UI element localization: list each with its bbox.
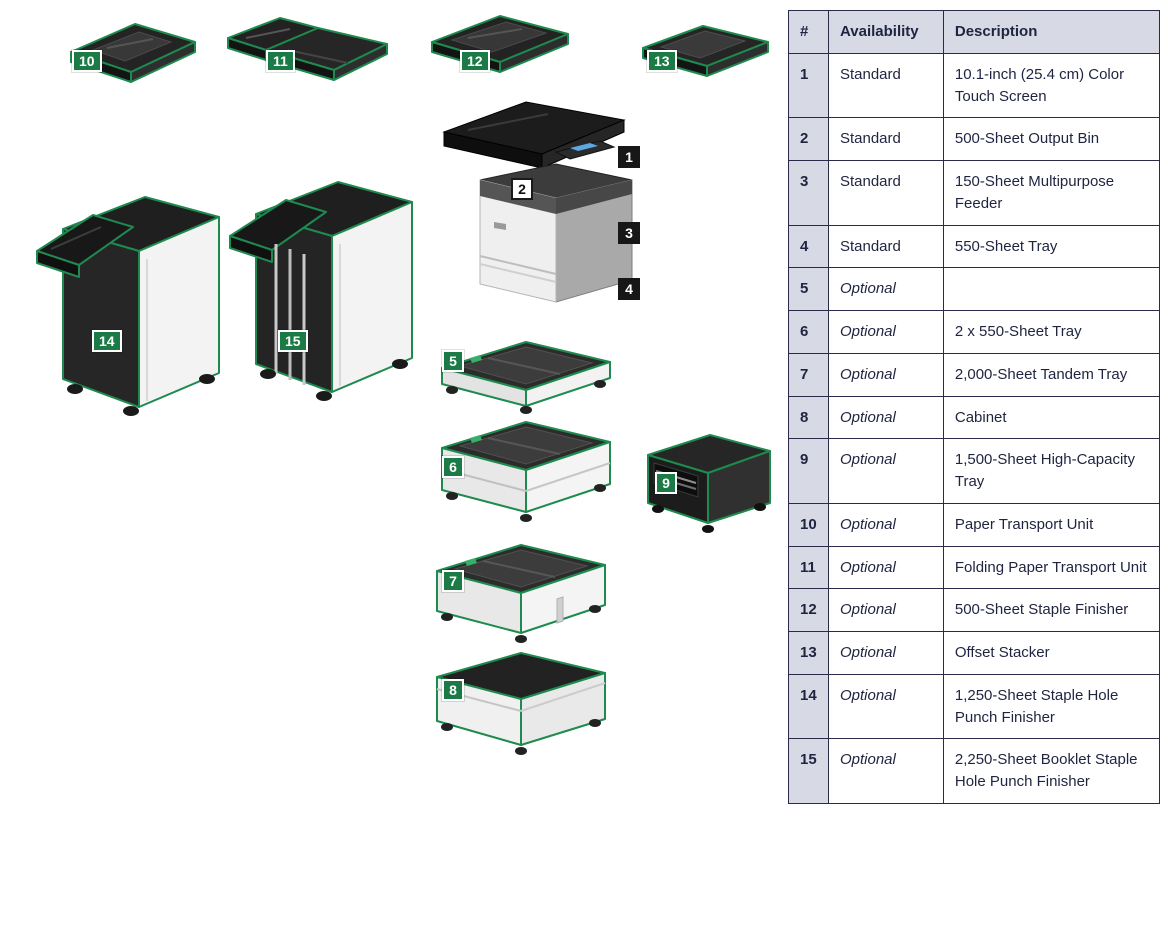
table-row: 12 Optional 500-Sheet Staple Finisher: [788, 588, 1161, 632]
description-cell: 1,500-Sheet High-Capacity Tray: [942, 438, 1161, 504]
availability-cell: Optional: [827, 588, 944, 632]
row-number: 12: [788, 588, 829, 632]
row-number: 3: [788, 160, 829, 226]
folding-paper-transport-unit-illustration: [222, 8, 397, 93]
callout-14: 14: [92, 330, 122, 352]
description-cell: 500-Sheet Output Bin: [942, 117, 1161, 161]
row-number: 14: [788, 673, 829, 740]
row-number: 5: [788, 267, 829, 311]
callout-7: 7: [442, 570, 464, 592]
availability-cell: Optional: [827, 545, 944, 590]
description-cell: 500-Sheet Staple Finisher: [942, 588, 1161, 632]
table-row: 2 Standard 500-Sheet Output Bin: [788, 117, 1161, 161]
availability-cell: Standard: [827, 160, 944, 226]
callout-1: 1: [618, 146, 640, 168]
row-number: 9: [788, 438, 829, 504]
staple-finisher-illustration: [418, 8, 578, 85]
description-cell: 2 x 550-Sheet Tray: [942, 310, 1161, 354]
high-capacity-tray-illustration: [638, 425, 778, 542]
row-number: 11: [788, 545, 829, 590]
table-row: 1 Standard 10.1-inch (25.4 cm) Color Tou…: [788, 52, 1161, 119]
table-row: 4 Standard 550-Sheet Tray: [788, 224, 1161, 269]
table-row: 7 Optional 2,000-Sheet Tandem Tray: [788, 352, 1161, 397]
options-table: # Availability Description 1 Standard 10…: [788, 10, 1161, 804]
table-row: 5 Optional: [788, 267, 1161, 311]
callout-11: 11: [266, 50, 295, 72]
row-number: 13: [788, 631, 829, 675]
row-number: 1: [788, 52, 829, 119]
description-cell: Offset Stacker: [942, 631, 1161, 675]
header-description: Description: [942, 10, 1161, 54]
row-number: 2: [788, 117, 829, 161]
printer-configuration-diagram: 1 2 3 4 5 6 7 8 9 10 11 12 13 14 15: [35, 8, 778, 762]
row-number: 6: [788, 310, 829, 354]
description-cell: 10.1-inch (25.4 cm) Color Touch Screen: [942, 52, 1161, 119]
callout-13: 13: [647, 50, 677, 72]
description-cell: [942, 267, 1161, 311]
description-cell: Paper Transport Unit: [942, 502, 1161, 547]
description-cell: Cabinet: [942, 395, 1161, 440]
availability-cell: Optional: [827, 673, 944, 740]
description-cell: 2,250-Sheet Booklet Staple Hole Punch Fi…: [942, 738, 1161, 804]
description-cell: 550-Sheet Tray: [942, 224, 1161, 269]
availability-cell: Optional: [827, 738, 944, 804]
row-number: 7: [788, 352, 829, 397]
tray-2x550-illustration: [430, 412, 625, 532]
callout-9: 9: [655, 472, 677, 494]
callout-3: 3: [618, 222, 640, 244]
description-cell: 1,250-Sheet Staple Hole Punch Finisher: [942, 673, 1161, 740]
tandem-tray-illustration: [425, 535, 620, 652]
callout-4: 4: [618, 278, 640, 300]
availability-cell: Optional: [827, 438, 944, 504]
booklet-finisher-illustration: [228, 150, 423, 407]
description-cell: Folding Paper Transport Unit: [942, 545, 1161, 590]
table-row: 13 Optional Offset Stacker: [788, 631, 1161, 675]
availability-cell: Optional: [827, 502, 944, 547]
callout-6: 6: [442, 456, 464, 478]
availability-cell: Optional: [827, 267, 944, 311]
row-number: 4: [788, 224, 829, 269]
table-row: 11 Optional Folding Paper Transport Unit: [788, 545, 1161, 590]
row-number: 15: [788, 738, 829, 804]
table-row: 10 Optional Paper Transport Unit: [788, 502, 1161, 547]
availability-cell: Standard: [827, 117, 944, 161]
row-number: 8: [788, 395, 829, 440]
header-num: #: [788, 10, 829, 54]
availability-cell: Standard: [827, 224, 944, 269]
cabinet-illustration: [425, 645, 620, 762]
availability-cell: Optional: [827, 352, 944, 397]
callout-8: 8: [442, 679, 464, 701]
tray-550-illustration: [430, 330, 620, 423]
description-cell: 2,000-Sheet Tandem Tray: [942, 352, 1161, 397]
description-cell: 150-Sheet Multipurpose Feeder: [942, 160, 1161, 226]
availability-cell: Optional: [827, 631, 944, 675]
availability-cell: Optional: [827, 395, 944, 440]
table-header-row: # Availability Description: [788, 10, 1161, 54]
callout-15: 15: [278, 330, 308, 352]
table-row: 8 Optional Cabinet: [788, 395, 1161, 440]
availability-cell: Optional: [827, 310, 944, 354]
callout-12: 12: [460, 50, 490, 72]
callout-10: 10: [72, 50, 102, 72]
table-row: 9 Optional 1,500-Sheet High-Capacity Tra…: [788, 438, 1161, 504]
table-row: 14 Optional 1,250-Sheet Staple Hole Punc…: [788, 673, 1161, 740]
callout-5: 5: [442, 350, 464, 372]
header-availability: Availability: [827, 10, 944, 54]
callout-2: 2: [511, 178, 533, 200]
table-row: 6 Optional 2 x 550-Sheet Tray: [788, 310, 1161, 354]
printer-illustration: [428, 88, 643, 323]
availability-cell: Standard: [827, 52, 944, 119]
table-row: 15 Optional 2,250-Sheet Booklet Staple H…: [788, 738, 1161, 804]
row-number: 10: [788, 502, 829, 547]
staple-hole-punch-finisher-illustration: [35, 165, 230, 422]
table-row: 3 Standard 150-Sheet Multipurpose Feeder: [788, 160, 1161, 226]
